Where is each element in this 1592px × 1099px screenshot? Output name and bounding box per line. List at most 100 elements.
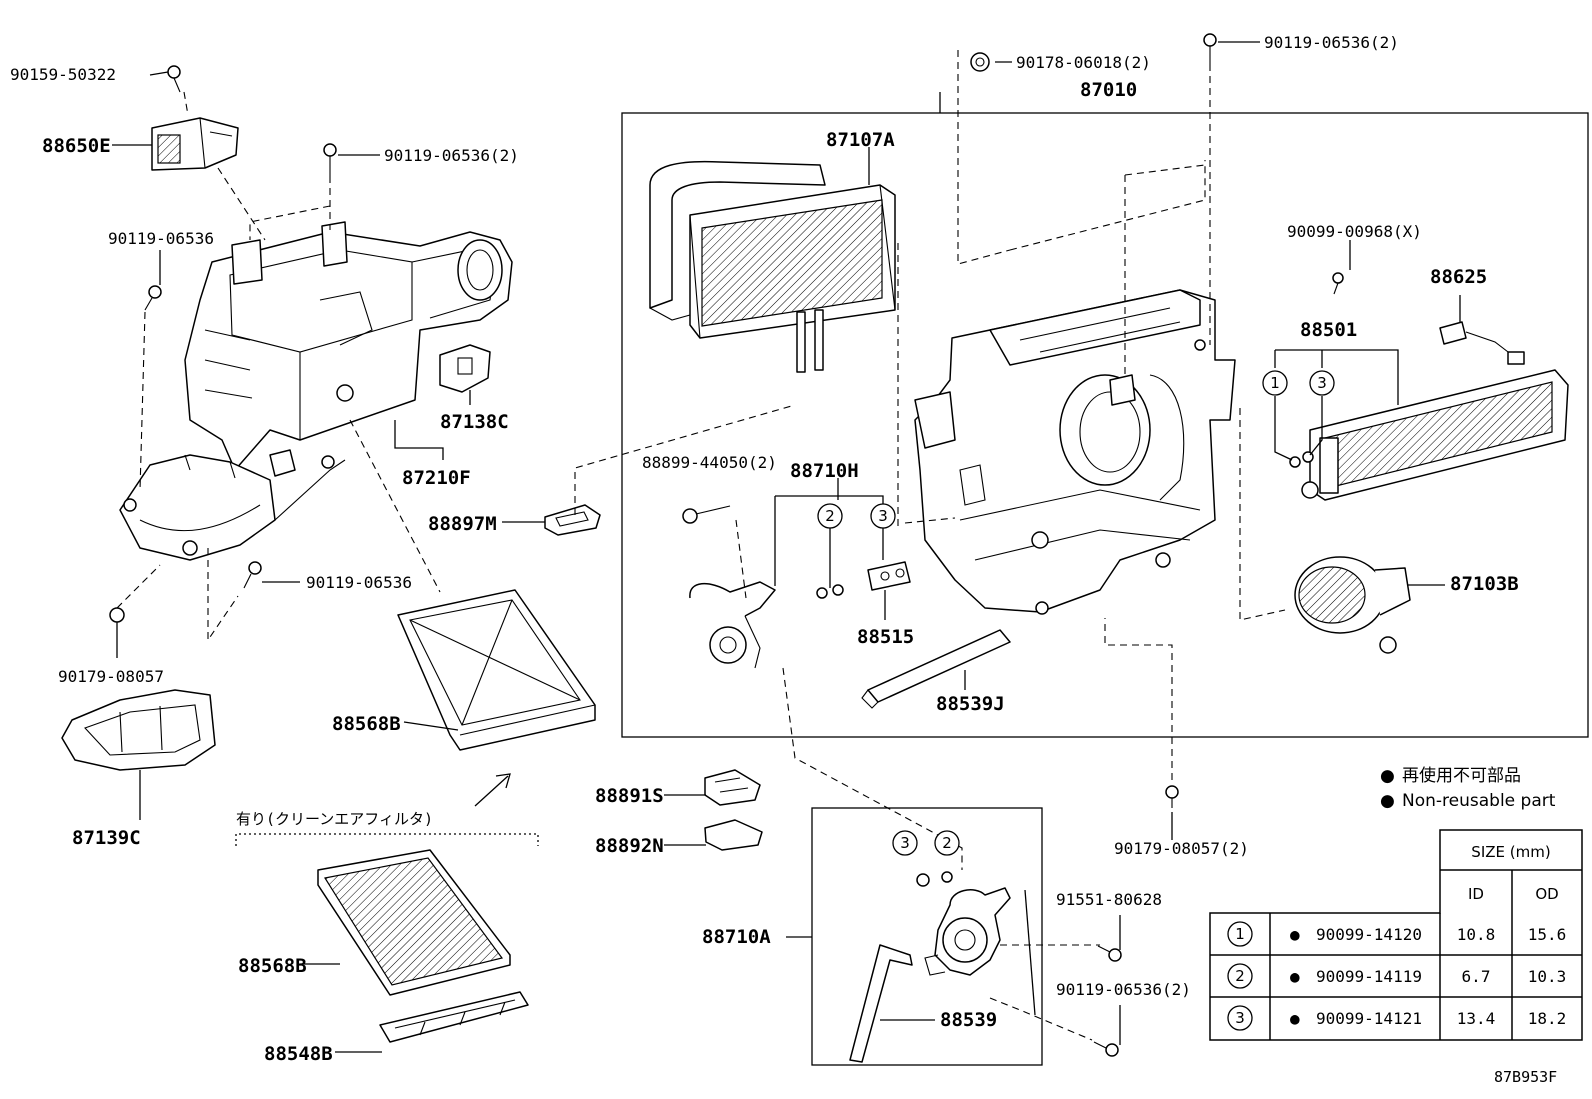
assembly-87010-frame: [621, 112, 1589, 738]
part-87138C-drawing: [439, 344, 491, 393]
label-91551-80628: 91551-80628: [1056, 890, 1162, 909]
label-88710A: 88710A: [702, 926, 771, 948]
size-table: SIZE (mm) ID OD 1 ● 90099-14120 10.8 15.…: [1209, 829, 1583, 1041]
size-table-row-3-id: 13.4: [1457, 1009, 1496, 1028]
screw-90099-00968-drawing: [1332, 272, 1344, 295]
label-90178-06018-2: 90178-06018(2): [1016, 53, 1151, 72]
drain-hose-88539J-drawing: [861, 629, 1011, 709]
label-87139C: 87139C: [72, 827, 141, 849]
o-ring-2-small-drawing: [816, 587, 828, 599]
size-table-row-2-mark: 2: [1235, 967, 1245, 985]
valve-88710A-drawing: [924, 887, 1011, 976]
label-90119-06536-2-topright: 90119-06536(2): [1264, 33, 1399, 52]
label-88539: 88539: [940, 1009, 997, 1031]
screw-90119-06536-top-drawing: [323, 143, 337, 176]
blower-housing-87210F-drawing: [119, 221, 513, 561]
size-table-row: 2 ● 90099-14119 6.7 10.3: [1227, 963, 1567, 989]
size-table-row-1-od: 15.6: [1528, 925, 1567, 944]
o-ring-3-inset-drawing: [916, 873, 930, 887]
label-88625: 88625: [1430, 266, 1487, 288]
label-87210F: 87210F: [402, 467, 471, 489]
label-88501: 88501: [1300, 319, 1357, 341]
o-ring-2-inset-drawing: [941, 871, 953, 883]
size-table-row-2-od: 10.3: [1528, 967, 1567, 986]
screw-90119-06536-left-drawing: [144, 285, 162, 311]
pipe-88539-drawing: [849, 944, 913, 1063]
size-table-row-3-bullet: ●: [1290, 1009, 1300, 1028]
sensor-88625-drawing: [1439, 321, 1525, 365]
label-88899-44050-2: 88899-44050(2): [642, 453, 777, 472]
size-table-row-1-id: 10.8: [1457, 925, 1496, 944]
label-88539J: 88539J: [936, 693, 1005, 715]
marker-3-near-88710H-text: 3: [878, 507, 888, 525]
screw-91551-80628-drawing: [1097, 945, 1122, 962]
size-table-row-1-part: 90099-14120: [1316, 925, 1422, 944]
legend-bullet-ja: ●: [1380, 766, 1395, 786]
marker-1-near-88501: [1262, 370, 1288, 396]
label-90179-08057-left: 90179-08057: [58, 667, 164, 686]
size-table-row-1-bullet: ●: [1290, 925, 1300, 944]
size-table-row-3-od: 18.2: [1528, 1009, 1567, 1028]
label-87107A: 87107A: [826, 129, 895, 151]
label-90119-06536-left: 90119-06536: [108, 229, 214, 248]
legend-text-en: Non-reusable part: [1402, 791, 1556, 811]
clip-88891S-drawing: [704, 769, 761, 806]
label-88568B-lower: 88568B: [238, 955, 307, 977]
marker-3-inset-text: 3: [900, 834, 910, 852]
label-90119-06536-2-bottom: 90119-06536(2): [1056, 980, 1191, 999]
label-88892N: 88892N: [595, 835, 664, 857]
washer-90178-06018-drawing: [970, 52, 990, 72]
bolt-88899-44050-drawing: [682, 505, 731, 524]
legend-text-ja: 再使用不可部品: [1402, 765, 1521, 786]
marker-2-inset-text: 2: [942, 834, 952, 852]
label-88891S: 88891S: [595, 785, 664, 807]
inset-88710A-frame: [811, 807, 1043, 1066]
heater-core-88501-drawing: [1301, 369, 1569, 501]
leader-lines: [112, 41, 1461, 1053]
legend-bullet-en: ●: [1380, 791, 1395, 811]
size-table-row-3-mark: 3: [1235, 1009, 1245, 1027]
label-90119-06536-lower: 90119-06536: [306, 573, 412, 592]
clip-88892N-drawing: [704, 819, 763, 851]
label-90119-06536-2-top: 90119-06536(2): [384, 146, 519, 165]
size-table-row-1-mark: 1: [1235, 925, 1245, 943]
dashed-assembly-lines: [116, 50, 1286, 1041]
marker-3-near-88501-text: 3: [1317, 374, 1327, 392]
label-88515: 88515: [857, 626, 914, 648]
marker-3-near-88501: [1309, 370, 1335, 396]
screw-90159-50322-drawing: [167, 65, 181, 93]
size-table-row: 3 ● 90099-14121 13.4 18.2: [1227, 1005, 1567, 1031]
size-table-row-3-part: 90099-14121: [1316, 1009, 1422, 1028]
o-ring-1-near-heater-drawing: [1289, 456, 1301, 468]
marker-2-near-88710H: [817, 503, 843, 529]
o-ring-3-small-drawing: [832, 584, 844, 596]
screw-90119-06536-bottom-drawing: [1093, 1041, 1119, 1057]
filter-88568B-upper-drawing: [397, 589, 596, 751]
bracket-88515-drawing: [867, 561, 911, 591]
size-table-col-id: ID: [1468, 885, 1484, 903]
duct-87139C-drawing: [61, 689, 216, 771]
filter-88568B-lower-drawing: [317, 849, 511, 996]
marker-2-near-88710H-text: 2: [825, 507, 835, 525]
valve-88710H-drawing: [689, 581, 776, 669]
label-clean-air-filter-note: 有り(クリーンエアフィルタ): [236, 810, 433, 828]
label-87138C: 87138C: [440, 411, 509, 433]
marker-3-inset: [892, 830, 918, 856]
label-88650E: 88650E: [42, 135, 111, 157]
label-88548B: 88548B: [264, 1043, 333, 1065]
screw-90119-06536-lower-drawing: [243, 561, 262, 589]
label-87103B: 87103B: [1450, 573, 1519, 595]
screw-90119-06536-topright-drawing: [1203, 33, 1217, 64]
label-90179-08057-2: 90179-08057(2): [1114, 839, 1249, 858]
label-87010: 87010: [1080, 79, 1137, 101]
size-table-row-2-bullet: ●: [1290, 967, 1300, 986]
gasket-88897M-drawing: [544, 504, 601, 536]
label-88897M: 88897M: [428, 513, 497, 535]
frame-88548B-drawing: [379, 991, 529, 1043]
part-labels: 90159-50322 88650E 90119-06536(2) 90119-…: [10, 33, 1519, 1065]
label-88568B-upper: 88568B: [332, 713, 401, 735]
size-table-row-2-id: 6.7: [1462, 967, 1491, 986]
heater-case-drawing: [914, 289, 1236, 615]
resistor-88650E-drawing: [151, 117, 239, 171]
